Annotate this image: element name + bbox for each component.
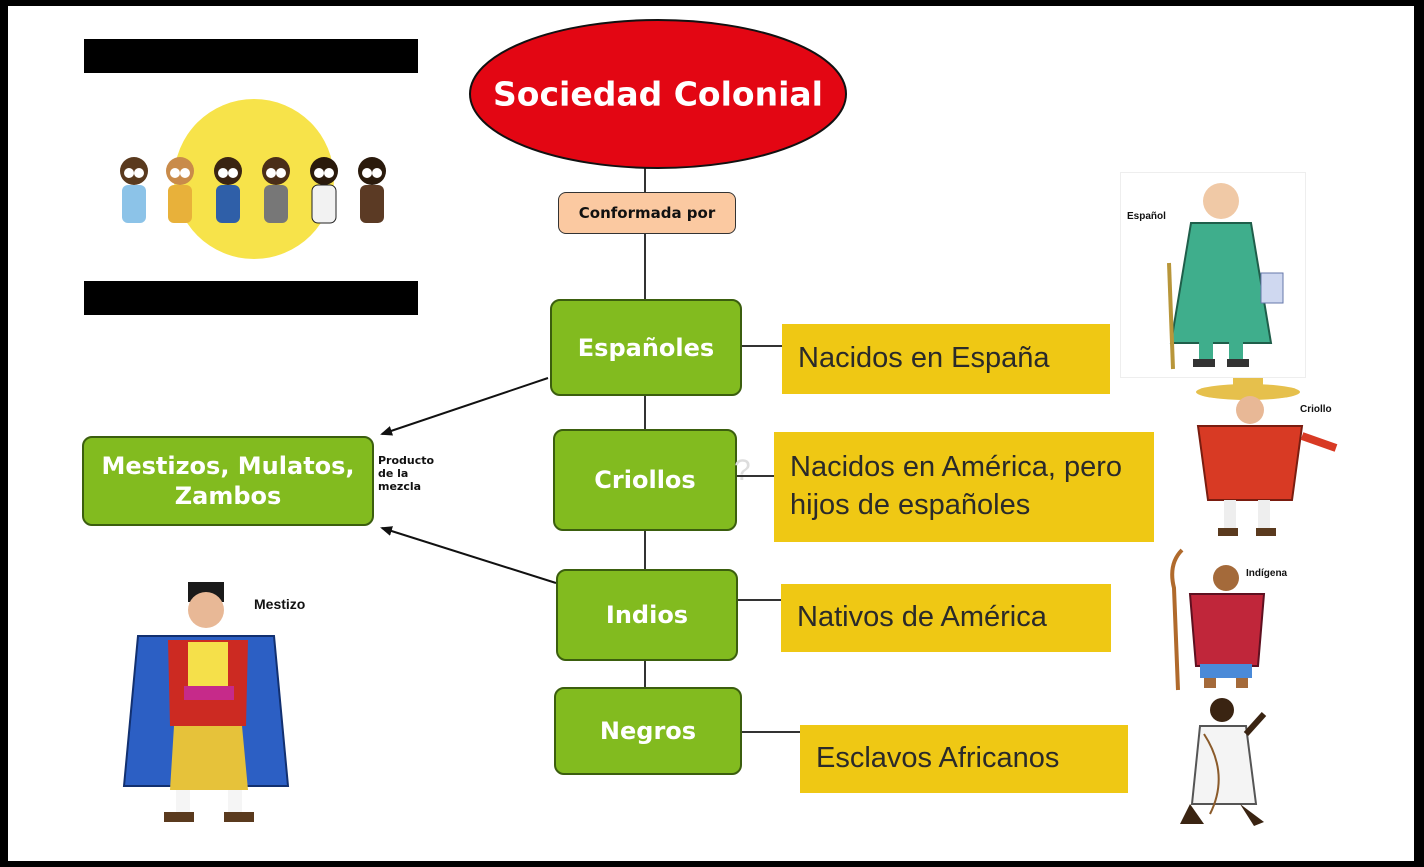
criollo-caption: Criollo [1300, 404, 1332, 415]
group-box-indios: Indios [556, 569, 738, 661]
connector-lines [380, 168, 800, 733]
indigena-illustration [1170, 548, 1266, 691]
arrow-indios-to-mix [380, 526, 557, 584]
indigena-caption: Indígena [1246, 568, 1288, 579]
arrow-espanoles-to-mix [380, 377, 549, 436]
description-criollos: Nacidos en América, pero hijos de españo… [774, 432, 1154, 542]
faint-mark: ? [734, 454, 751, 487]
person-icon [120, 157, 386, 224]
espanol-caption: Español [1127, 211, 1166, 222]
group-box-criollos: Criollos [553, 429, 737, 531]
indigena-figure: Indígena [1160, 544, 1320, 692]
mix-box: Mestizos, Mulatos, Zambos [82, 436, 374, 526]
mestizo-figure: Mestizo [118, 576, 348, 832]
people-group-icon [120, 99, 386, 259]
mix-label: Producto de la mezcla [378, 454, 435, 494]
mestizo-caption: Mestizo [254, 596, 306, 612]
connector-label-box: Conformada por [558, 192, 736, 234]
group-box-espanoles: Españoles [550, 299, 742, 396]
title-text: Sociedad Colonial [493, 74, 823, 114]
society-illustration [84, 39, 418, 315]
title-node: Sociedad Colonial [468, 18, 848, 170]
title-ellipse-shape [469, 19, 847, 169]
bottom-black-bar [84, 281, 418, 315]
diagram-canvas: Sociedad Colonial Conformada por Español… [8, 6, 1414, 861]
top-black-bar [84, 39, 418, 73]
criollo-figure: Criollo [1178, 376, 1348, 542]
description-negros: Esclavos Africanos [800, 725, 1128, 793]
espanol-figure: Español [1120, 172, 1306, 378]
criollo-illustration [1196, 378, 1338, 536]
description-espanoles: Nacidos en España [782, 324, 1110, 394]
espanol-illustration [1167, 183, 1284, 370]
negro-figure [1170, 694, 1280, 834]
group-box-negros: Negros [554, 687, 742, 775]
description-indios: Nativos de América [781, 584, 1111, 652]
negro-illustration [1180, 698, 1267, 826]
mestizo-illustration [122, 582, 290, 822]
